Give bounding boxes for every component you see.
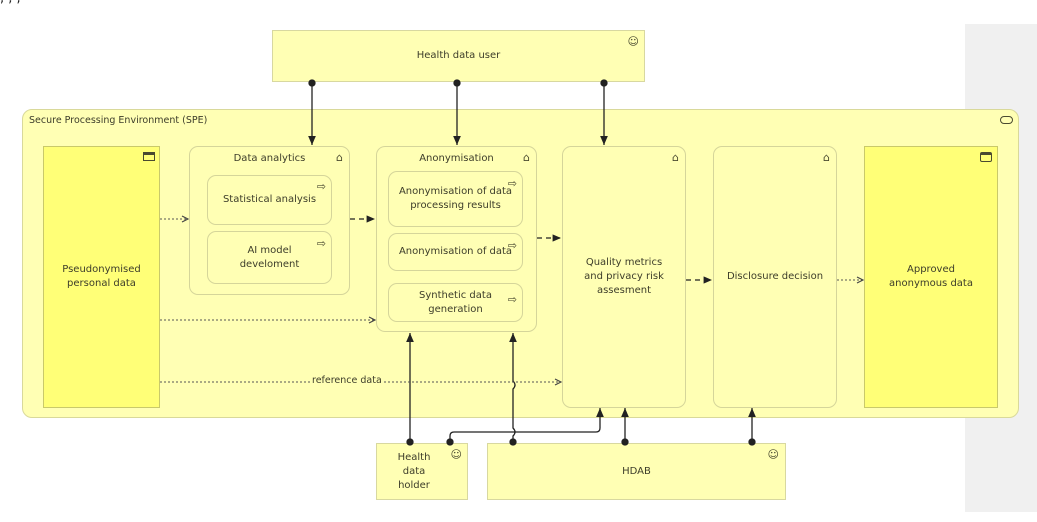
rounded-rect-icon: [1000, 116, 1013, 124]
actor-health-data-holder[interactable]: Health data holder ☺: [376, 443, 468, 500]
assignment-line: [509, 333, 517, 442]
data-object-pseudonymised[interactable]: Pseudonymised personal data: [43, 146, 160, 408]
arrow-right-icon: ⇨: [507, 239, 517, 252]
stick-figure-icon: ☺: [450, 448, 462, 461]
actor-label: HDAB: [622, 465, 651, 477]
function-quality-metrics[interactable]: Quality metrics and privacy risk assesme…: [562, 146, 686, 408]
data-object-icon: [143, 152, 155, 161]
data-object-icon: [980, 152, 992, 162]
chevron-up-icon: ⌂: [672, 151, 679, 164]
actor-label: Health data user: [416, 50, 501, 61]
process-ai-model-development[interactable]: AI model develoment ⇨: [207, 231, 332, 284]
process-label: Synthetic data generation: [419, 289, 492, 315]
function-title: Quality metrics and privacy risk assesme…: [584, 257, 664, 296]
process-anonymisation-of-data[interactable]: Anonymisation of data ⇨: [388, 233, 523, 271]
actor-label: Health data holder: [397, 451, 431, 491]
function-title: Data analytics: [233, 153, 306, 164]
actor-health-data-user[interactable]: Health data user ☺: [272, 30, 645, 82]
function-title: Disclosure decision: [726, 271, 824, 282]
process-label: Anonymisation of data: [398, 246, 513, 257]
process-anonymisation-of-data-processing-results[interactable]: Anonymisation of data processing results…: [388, 171, 523, 227]
chevron-up-icon: ⌂: [823, 151, 830, 164]
function-disclosure-decision[interactable]: Disclosure decision ⌂: [713, 146, 837, 408]
environment-label: Secure Processing Environment (SPE): [29, 115, 208, 126]
data-object-approved[interactable]: Approved anonymous data: [864, 146, 998, 408]
process-synthetic-data-generation[interactable]: Synthetic data generation ⇨: [388, 283, 523, 322]
process-label: Statistical analysis: [222, 194, 317, 205]
edge-label-reference-data: reference data: [311, 375, 383, 386]
process-label: AI model develoment: [239, 244, 300, 270]
cut-off-text: , , ,: [0, 0, 940, 5]
arrow-right-icon: ⇨: [316, 237, 326, 250]
actor-hdab[interactable]: HDAB ☺: [487, 443, 786, 500]
stick-figure-icon: ☺: [627, 35, 639, 48]
chevron-up-icon: ⌂: [336, 151, 343, 164]
chevron-up-icon: ⌂: [523, 151, 530, 164]
stick-figure-icon: ☺: [767, 448, 779, 461]
function-title: Anonymisation: [419, 153, 494, 164]
process-label: Anonymisation of data processing results: [398, 186, 513, 211]
data-object-label: Approved anonymous data: [889, 264, 973, 289]
arrow-right-icon: ⇨: [316, 180, 326, 193]
assignment-line: [449, 408, 604, 442]
data-object-label: Pseudonymised personal data: [62, 264, 141, 289]
process-statistical-analysis[interactable]: Statistical analysis ⇨: [207, 175, 332, 225]
arrow-right-icon: ⇨: [507, 177, 517, 190]
arrow-right-icon: ⇨: [507, 293, 517, 306]
